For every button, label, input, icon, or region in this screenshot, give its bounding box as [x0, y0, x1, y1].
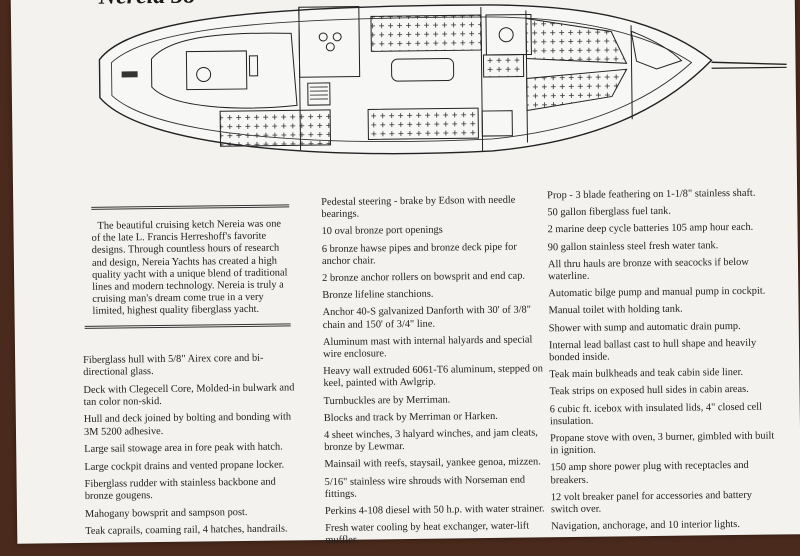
spec-item: Turnbuckles are by Merriman.	[323, 394, 451, 407]
specs-column-2: Pedestal steering - brake by Edson with …	[321, 194, 545, 552]
spec-item: Mahogany bowsprit and sampson post.	[84, 506, 248, 520]
spec-item: Teak main bulkheads and teak cabin side …	[549, 367, 744, 381]
spec-item: Deck with Clegecell Core, Molded-in bulw…	[83, 382, 295, 408]
spec-item: Perkins 4-108 diesel with 50 h.p. with w…	[324, 503, 545, 518]
spec-item: Bronze lifeline stanchions.	[322, 288, 434, 302]
rule-top-left	[91, 204, 290, 210]
spec-item: 150 amp shore power plug with receptacle…	[550, 460, 749, 486]
spec-item: Teak strips on exposed hull sides in cab…	[549, 384, 749, 398]
spec-item: Hull and deck joined by bolting and bond…	[83, 411, 292, 438]
spec-item: Aluminum mast with internal halyards and…	[322, 334, 533, 361]
spec-item: Fiberglass rudder with stainless backbon…	[84, 476, 276, 503]
spec-item: Fiberglass hull with 5/8" Airex core and…	[83, 352, 264, 379]
spec-item: 5/16" stainless wire shrouds with Norsem…	[324, 474, 526, 500]
spec-item: Heavy wall extruded 6061-T6 aluminum, st…	[323, 363, 543, 390]
rule-mid-left	[84, 323, 291, 329]
spec-item: 12 volt breaker panel for accessories an…	[550, 489, 752, 516]
spec-item: Manual toilet with holding tank.	[548, 304, 683, 317]
intro-text: The beautiful cruising ketch Nereia was …	[91, 218, 288, 318]
spec-item: Automatic bilge pump and manual pump in …	[548, 285, 766, 300]
spec-item: 2 marine deep cycle batteries 105 amp ho…	[547, 222, 754, 236]
spec-item: Large cockpit drains and vented propane …	[84, 459, 285, 473]
spec-item: 6 cubic ft. icebox with insulated lids, …	[549, 401, 763, 428]
spec-item: Shower with sump and automatic drain pum…	[548, 320, 741, 334]
spec-item: Blocks and track by Merriman or Harken.	[323, 410, 498, 424]
spec-item: Propane stove with oven, 3 burner, gimbl…	[550, 430, 775, 457]
spec-item: Navigation, anchorage, and 10 interior l…	[551, 519, 740, 533]
spec-item: Prop - 3 blade feathering on 1-1/8" stai…	[547, 187, 756, 202]
spec-item: Internal lead ballast cast to hull shape…	[548, 337, 757, 364]
specs-column-3: Prop - 3 blade feathering on 1-1/8" stai…	[547, 187, 781, 538]
spec-item: 50 gallon fiberglass fuel tank.	[547, 205, 672, 219]
spec-item: Fresh water cooling by heat exchanger, w…	[325, 520, 530, 547]
spec-item: Large sail stowage area in fore peak wit…	[84, 441, 283, 456]
spec-item: 4 sheet winches, 3 halyard winches, and …	[323, 427, 538, 454]
spec-item: All thru hauls are bronze with seacocks …	[547, 256, 749, 283]
deck-plan-drawing	[98, 4, 787, 155]
spec-sheet: Nereia 38	[10, 0, 800, 546]
spec-item: Mainsail with reefs, staysail, yankee ge…	[324, 456, 541, 471]
spec-item: 10 oval bronze port openings	[321, 224, 443, 238]
spec-item: Teak caprails, coaming rail, 4 hatches, …	[85, 523, 288, 538]
spec-item: 90 gallon stainless steel fresh water ta…	[547, 239, 719, 253]
spec-item: 2 bronze anchor rollers on bowsprit and …	[322, 270, 526, 285]
intro-paragraph: The beautiful cruising ketch Nereia was …	[91, 218, 292, 318]
spec-item: 6 bronze hawse pipes and bronze deck pip…	[321, 241, 517, 267]
spec-item: Pedestal steering - brake by Edson with …	[321, 194, 516, 221]
specs-column-1: Fiberglass hull with 5/8" Airex core and…	[83, 352, 300, 543]
spec-item: Anchor 40-S galvanized Danforth with 30'…	[322, 304, 532, 331]
